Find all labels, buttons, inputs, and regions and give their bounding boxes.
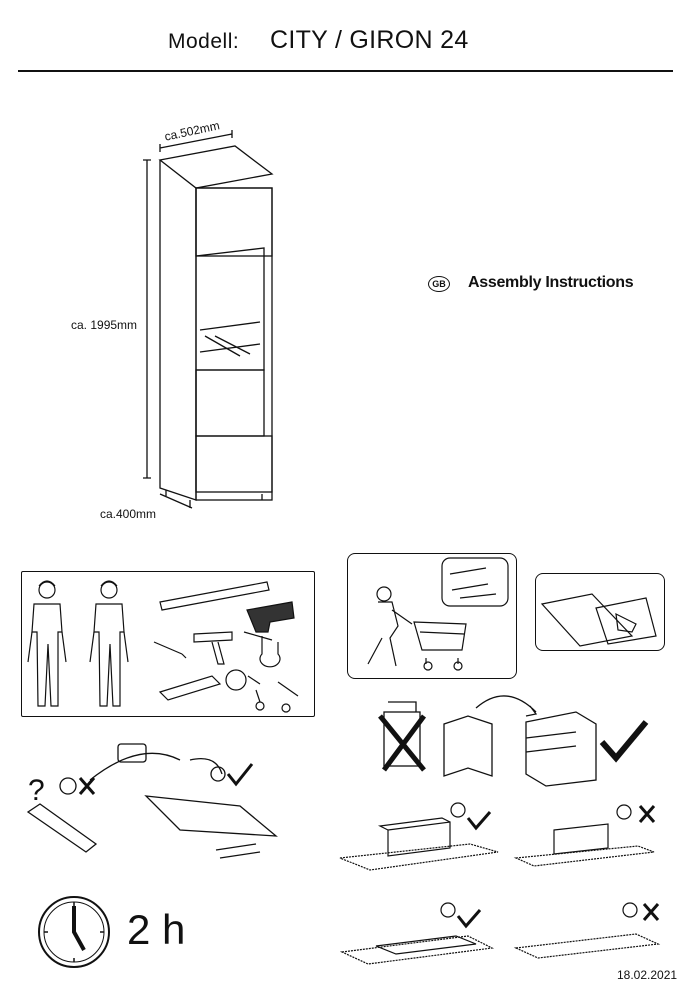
floor-protection-icons xyxy=(339,802,661,965)
keep-instructions-icon xyxy=(378,695,649,787)
persons-and-tools-panel xyxy=(21,571,315,717)
instructions-title: Assembly Instructions xyxy=(468,274,634,291)
svg-text:?: ? xyxy=(28,774,45,807)
gloves-panel xyxy=(535,573,665,651)
model-name: CITY / GIRON 24 xyxy=(270,26,469,54)
tools-icon xyxy=(153,581,299,713)
language-badge: GB xyxy=(428,276,450,292)
revision-date: 18.02.2021 xyxy=(617,968,678,982)
height-dimension: ca. 1995mm xyxy=(71,318,138,332)
clock-icon xyxy=(38,896,110,968)
assembly-time: 2 h xyxy=(127,906,186,953)
assembly-instructions-heading: GB Assembly Instructions xyxy=(428,274,648,298)
shopping-cart-panel xyxy=(347,553,517,679)
shopping-cart-icon xyxy=(367,557,509,671)
header: Modell: CITY / GIRON 24 xyxy=(0,22,689,62)
model-label: Modell: xyxy=(168,30,240,53)
two-persons-icon xyxy=(27,580,129,707)
gloves-icon xyxy=(540,593,657,647)
call-service-icon: ? xyxy=(26,743,278,859)
header-divider xyxy=(18,70,673,72)
depth-dimension: ca.400mm xyxy=(100,507,157,521)
